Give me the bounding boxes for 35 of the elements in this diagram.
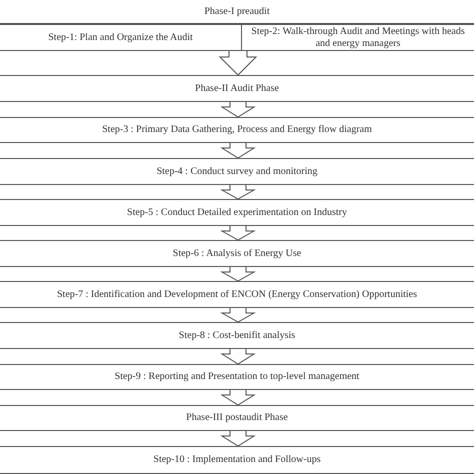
step-text: Step-10 : Implementation and Follow-ups [152,454,322,466]
step-text: Step-7 : Identification and Development of ENCON (Energy Conservation) Opportunities [56,288,418,300]
block-arrow [220,226,256,241]
step-text: Step-3 : Primary Data Gathering, Process and Energy flow diagram [101,124,373,136]
step-band [0,405,474,431]
block-arrow [220,348,256,365]
step-band [0,117,474,143]
step-band [0,158,474,185]
step-band [242,24,474,51]
step-text: Step-4 : Conduct survey and monitoring [156,166,318,178]
block-arrow [220,390,256,406]
step-band [0,364,474,390]
step-text: Phase-I preaudit [203,6,271,18]
block-arrow [220,308,256,323]
step-text: Step-2: Walk-through Audit and Meetings with heads and energy managers [250,26,466,50]
step-band [0,75,474,102]
step-text: Phase-II Audit Phase [194,82,280,94]
step-band [0,281,474,308]
block-arrow [220,266,256,282]
step-band [0,199,474,226]
step-text: Phase-III postaudit Phase [185,412,289,424]
block-arrow [220,142,256,159]
step-band [0,24,242,51]
block-arrow [220,430,256,447]
block-arrow [220,184,256,200]
step-text: Step-8 : Cost-benifit analysis [178,330,296,342]
step-band [0,322,474,349]
step-band [0,446,474,474]
step-text: Step-5 : Conduct Detailed experimentation on Industry [126,206,348,218]
step-text: Step-6 : Analysis of Energy Use [172,248,302,260]
block-arrow [220,102,256,118]
step-text: Step-9 : Reporting and Presentation to top-level management [114,371,360,383]
block-arrow [218,50,258,76]
step-text: Step-1: Plan and Organize the Audit [47,32,194,44]
step-band [0,240,474,267]
